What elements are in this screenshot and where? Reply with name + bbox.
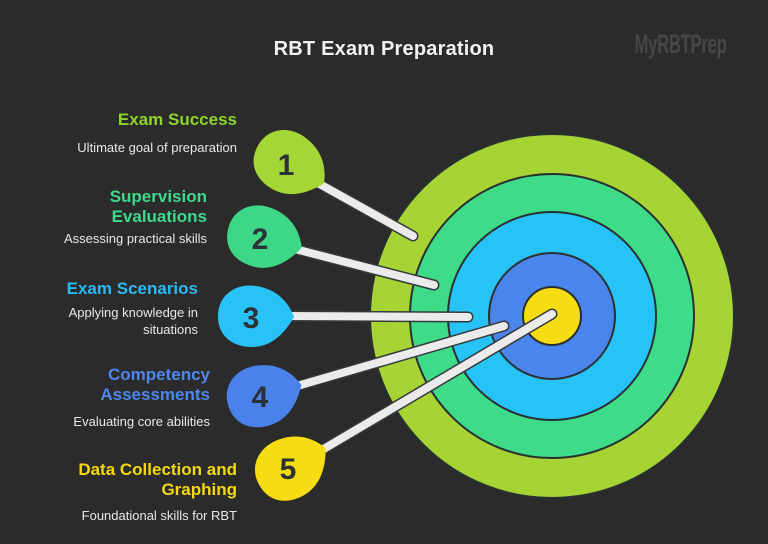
step-1-blob — [253, 130, 325, 195]
step-2-blob — [227, 205, 302, 268]
connector-3 — [279, 312, 472, 321]
step-4-blob — [226, 365, 302, 428]
connector-4 — [293, 322, 508, 390]
page-title: RBT Exam Preparation — [273, 38, 495, 60]
step-blobs: 1 2 3 4 5 — [217, 130, 326, 501]
step-3-blob — [217, 285, 294, 348]
item-5-label: Data Collection and Graphing — [78, 460, 237, 499]
step-5-number: 5 — [280, 453, 297, 486]
item-2-description: Assessing practical skills — [63, 231, 207, 246]
connector-lines — [277, 176, 558, 456]
step-1-number: 1 — [278, 149, 295, 182]
item-1-description: Ultimate goal of preparation — [77, 140, 237, 155]
item-5-description: Foundational skills for RBT — [81, 508, 237, 523]
connector-2 — [291, 245, 438, 289]
item-3-description: Applying knowledge in situations — [68, 305, 198, 337]
step-3-number: 3 — [243, 302, 260, 335]
step-2-number: 2 — [252, 223, 269, 256]
item-2-label: Supervision Evaluations — [109, 187, 207, 226]
brand-watermark: MyRBTPrep — [634, 29, 727, 59]
item-4-description: Evaluating core abilities — [73, 414, 210, 429]
step-5-blob — [254, 436, 326, 501]
item-3-label: Exam Scenarios — [66, 279, 198, 298]
connector-5 — [318, 310, 556, 454]
step-4-number: 4 — [252, 381, 269, 414]
connector-1 — [312, 178, 417, 240]
item-4-label: Competency Assessments — [100, 365, 210, 404]
item-1-label: Exam Success — [117, 110, 237, 129]
